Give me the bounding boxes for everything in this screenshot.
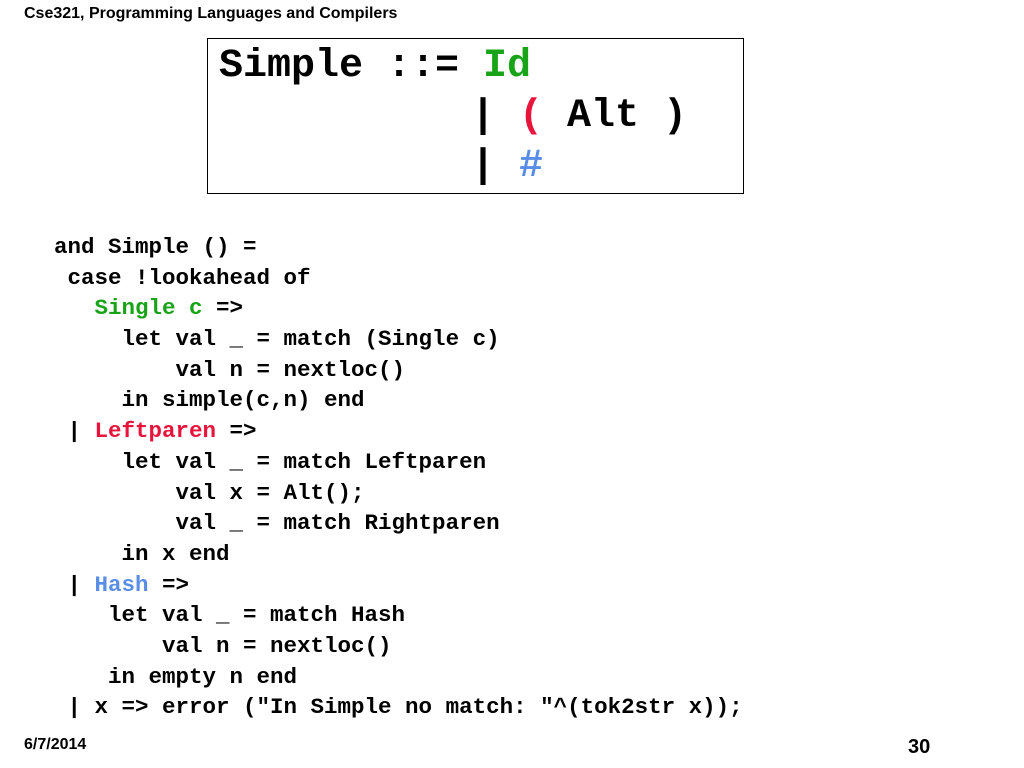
grammar-alt: Alt ) xyxy=(543,94,688,139)
code-arrow: => xyxy=(202,295,244,322)
code-arrow: => xyxy=(216,418,257,445)
code-indent: | xyxy=(54,571,95,598)
code-line: | Hash => xyxy=(54,570,743,601)
code-line: in simple(c,n) end xyxy=(54,387,365,414)
code-block: and Simple () = case !lookahead of Singl… xyxy=(54,232,743,723)
code-line: | Leftparen => xyxy=(54,416,743,447)
slide-header: Cse321, Programming Languages and Compil… xyxy=(24,5,398,22)
code-line: let val _ = match Leftparen xyxy=(54,448,487,475)
grammar-bar: | xyxy=(471,94,520,139)
code-line: case !lookahead of xyxy=(54,264,311,291)
code-line: let val _ = match Hash xyxy=(54,602,406,629)
code-indent xyxy=(54,295,95,321)
code-line: val n = nextloc() xyxy=(54,632,392,659)
code-line: and Simple () = xyxy=(54,234,257,260)
grammar-line-hash: | # xyxy=(471,145,543,189)
grammar-lparen-token: ( xyxy=(519,94,544,139)
code-arrow: => xyxy=(148,571,190,598)
grammar-hash-token: # xyxy=(519,144,544,189)
code-line: val x = Alt(); xyxy=(54,479,365,506)
grammar-line-simple: Simple ::= Id xyxy=(219,45,531,89)
code-line: | x => error ("In Simple no match: "^(to… xyxy=(54,694,743,721)
grammar-line-alt: | ( Alt ) xyxy=(471,95,687,139)
grammar-id-token: Id xyxy=(483,44,532,89)
grammar-lhs: Simple ::= xyxy=(219,44,484,89)
footer-date: 6/7/2014 xyxy=(24,736,87,753)
code-line: let val _ = match (Single c) xyxy=(54,326,500,353)
code-keyword-hash: Hash xyxy=(94,571,149,598)
code-indent: | xyxy=(54,418,95,445)
code-keyword-leftparen: Leftparen xyxy=(94,418,217,445)
page-number: 30 xyxy=(908,736,931,758)
grammar-box: Simple ::= Id | ( Alt ) | # xyxy=(207,38,744,194)
code-line: val _ = match Rightparen xyxy=(54,510,500,537)
code-keyword-single: Single c xyxy=(94,295,203,322)
code-line: val n = nextloc() xyxy=(54,356,406,383)
code-line: in empty n end xyxy=(54,663,298,690)
grammar-bar: | xyxy=(471,144,520,189)
code-line: Single c => xyxy=(54,293,743,324)
code-line: in x end xyxy=(54,540,230,567)
